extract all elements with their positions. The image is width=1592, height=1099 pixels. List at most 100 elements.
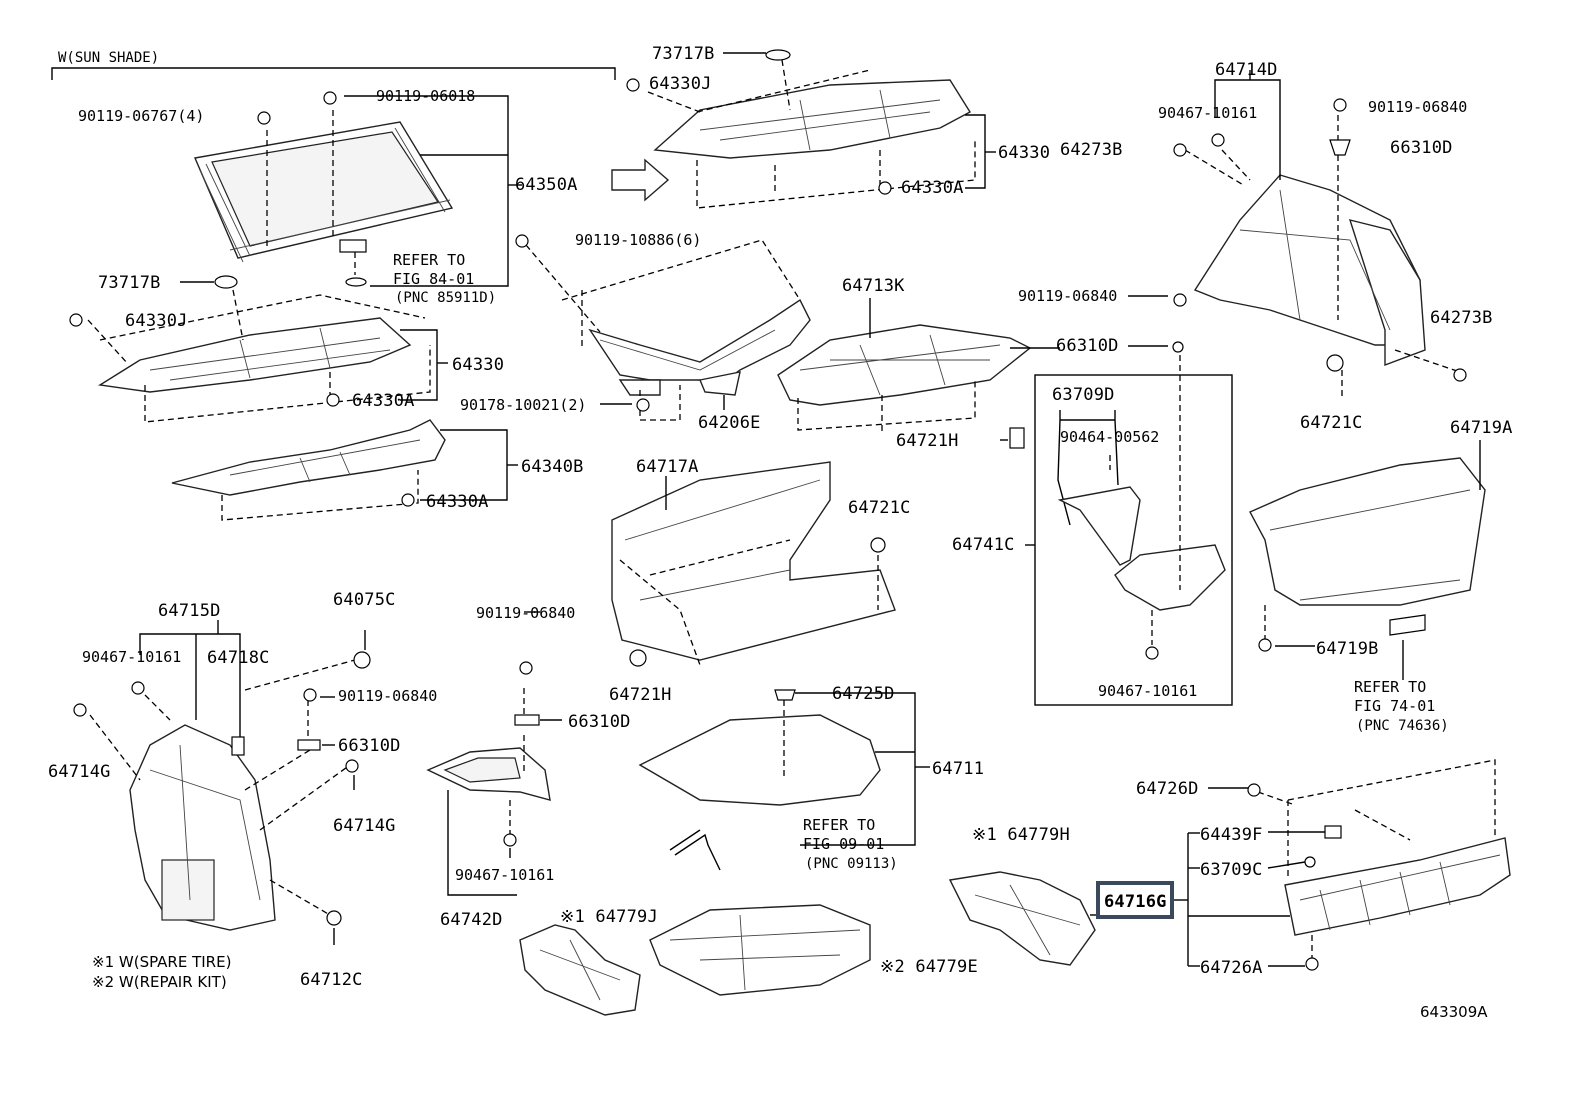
trim-64713K-shape xyxy=(777,324,1032,406)
scuff-plate-shape xyxy=(1284,837,1511,936)
label-73717B-top[interactable]: 73717B xyxy=(652,44,715,64)
label-90119-06840-center[interactable]: 90119-06840 xyxy=(476,604,575,622)
label-64725D[interactable]: 64725D xyxy=(832,684,895,704)
label-90119-10886[interactable]: 90119-10886(6) xyxy=(575,231,701,249)
ref-84-line3: (PNC 85911D) xyxy=(395,290,496,306)
note-spare-tire: ※1 W(SPARE TIRE) xyxy=(92,953,231,971)
label-64713K[interactable]: 64713K xyxy=(842,276,905,296)
label-64742D[interactable]: 64742D xyxy=(440,910,503,930)
label-64330A-left[interactable]: 64330A xyxy=(352,391,415,411)
label-64330-left[interactable]: 64330 xyxy=(452,355,504,375)
label-64330A-top[interactable]: 64330A xyxy=(901,178,964,198)
sun-shade-bracket xyxy=(51,67,616,80)
ref-74-line1: REFER TO xyxy=(1354,678,1426,696)
label-66310D-mid[interactable]: 66310D xyxy=(1056,336,1119,356)
label-64330A-lower[interactable]: 64330A xyxy=(426,492,489,512)
label-64721C-center[interactable]: 64721C xyxy=(848,498,911,518)
label-90467-10161-left[interactable]: 90467-10161 xyxy=(82,648,181,666)
label-64350A[interactable]: 64350A xyxy=(515,175,578,195)
label-64717A[interactable]: 64717A xyxy=(636,457,699,477)
label-64330J-left[interactable]: 64330J xyxy=(125,311,188,331)
tray-64779E xyxy=(649,904,871,996)
label-64340B[interactable]: 64340B xyxy=(521,457,584,477)
label-64714G-right[interactable]: 64714G xyxy=(333,816,396,836)
label-63709C[interactable]: 63709C xyxy=(1200,860,1263,880)
label-90119-06018[interactable]: 90119-06018 xyxy=(376,87,475,105)
label-64206E[interactable]: 64206E xyxy=(698,413,761,433)
label-64711[interactable]: 64711 xyxy=(932,759,984,779)
package-tray-64340B xyxy=(171,419,518,521)
package-tray-top xyxy=(611,49,996,209)
label-66310D-center[interactable]: 66310D xyxy=(568,712,631,732)
foam-64779J-shape xyxy=(519,924,641,1016)
label-64716G[interactable]: 64716G xyxy=(1104,892,1167,912)
trim-64713K xyxy=(777,298,1060,449)
label-64718C[interactable]: 64718C xyxy=(207,648,270,668)
tray-64340B-shape xyxy=(171,419,446,496)
ref-74-line2: FIG 74-01 xyxy=(1354,697,1435,715)
label-64721H-lower[interactable]: 64721H xyxy=(609,685,672,705)
label-90119-06840-left[interactable]: 90119-06840 xyxy=(338,687,437,705)
scuff-plate-64716G xyxy=(1096,759,1511,971)
label-64439F[interactable]: 64439F xyxy=(1200,825,1263,845)
board-64717A-shape xyxy=(611,461,896,661)
label-64779J[interactable]: ※1 64779J xyxy=(560,907,658,927)
tray-64741C xyxy=(1114,544,1226,611)
label-90464-00562[interactable]: 90464-00562 xyxy=(1060,428,1159,446)
label-64330-top[interactable]: 64330 xyxy=(998,143,1050,163)
label-64779H[interactable]: ※1 64779H xyxy=(972,825,1070,845)
label-66310D-top[interactable]: 66310D xyxy=(1390,138,1453,158)
arrow-icon xyxy=(611,158,670,202)
label-90119-06767[interactable]: 90119-06767(4) xyxy=(78,107,204,125)
label-64330J-top[interactable]: 64330J xyxy=(649,74,712,94)
label-64714D[interactable]: 64714D xyxy=(1215,60,1278,80)
label-66310D-left[interactable]: 66310D xyxy=(338,736,401,756)
label-64726D[interactable]: 64726D xyxy=(1136,779,1199,799)
bracket-63709D xyxy=(1057,486,1141,566)
ref-09-line1: REFER TO xyxy=(803,816,875,834)
sun-shade-group: W(SUN SHADE) xyxy=(51,50,616,80)
frame-64206E-shape xyxy=(588,298,811,386)
label-90178-10021[interactable]: 90178-10021(2) xyxy=(460,396,586,414)
part-labels: 73717B 64330J 64330 64330A 90119-06767(4… xyxy=(48,44,1513,1021)
label-90467-10161-center[interactable]: 90467-10161 xyxy=(455,866,554,884)
label-90119-06840-mid[interactable]: 90119-06840 xyxy=(1018,287,1117,305)
foam-64779J xyxy=(519,924,641,1016)
label-63709D[interactable]: 63709D xyxy=(1052,385,1115,405)
lid-trim-64719A xyxy=(1249,440,1486,680)
ref-09-line3: (PNC 09113) xyxy=(805,856,898,872)
label-64719B[interactable]: 64719B xyxy=(1316,639,1379,659)
label-90467-10161-top[interactable]: 90467-10161 xyxy=(1158,104,1257,122)
label-64712C[interactable]: 64712C xyxy=(300,970,363,990)
label-64273B-top[interactable]: 64273B xyxy=(1060,140,1123,160)
sun-shade-assembly xyxy=(194,91,522,287)
trim-64714D xyxy=(1173,70,1467,400)
highlight-64716G[interactable] xyxy=(1096,881,1174,919)
ref-84-line2: FIG 84-01 xyxy=(393,270,474,288)
label-64714G-left[interactable]: 64714G xyxy=(48,762,111,782)
label-90467-10161-box[interactable]: 90467-10161 xyxy=(1098,682,1197,700)
ref-74-line3: (PNC 74636) xyxy=(1356,718,1449,734)
label-90119-06840-top[interactable]: 90119-06840 xyxy=(1368,98,1467,116)
figure-code: 643309A xyxy=(1420,1003,1488,1021)
label-64721C-right[interactable]: 64721C xyxy=(1300,413,1363,433)
lid-trim-shape xyxy=(1249,457,1486,606)
label-73717B-left[interactable]: 73717B xyxy=(98,273,161,293)
label-64779E[interactable]: ※2 64779E xyxy=(880,957,978,977)
cover-64742D xyxy=(426,611,562,896)
label-64719A[interactable]: 64719A xyxy=(1450,418,1513,438)
label-64715D[interactable]: 64715D xyxy=(158,601,221,621)
board-64717A xyxy=(611,461,896,667)
label-64741C[interactable]: 64741C xyxy=(952,535,1015,555)
floor-mat-64711 xyxy=(638,689,930,871)
label-64273B-right[interactable]: 64273B xyxy=(1430,308,1493,328)
detail-box-63709D xyxy=(1034,374,1233,706)
label-64721H-right[interactable]: 64721H xyxy=(896,431,959,451)
foam-64779H xyxy=(948,871,1098,966)
label-64075C[interactable]: 64075C xyxy=(333,590,396,610)
package-tray-left xyxy=(69,275,448,423)
label-64726A[interactable]: 64726A xyxy=(1200,958,1263,978)
shade-motor xyxy=(339,239,367,253)
floor-mat-shape xyxy=(638,714,881,806)
